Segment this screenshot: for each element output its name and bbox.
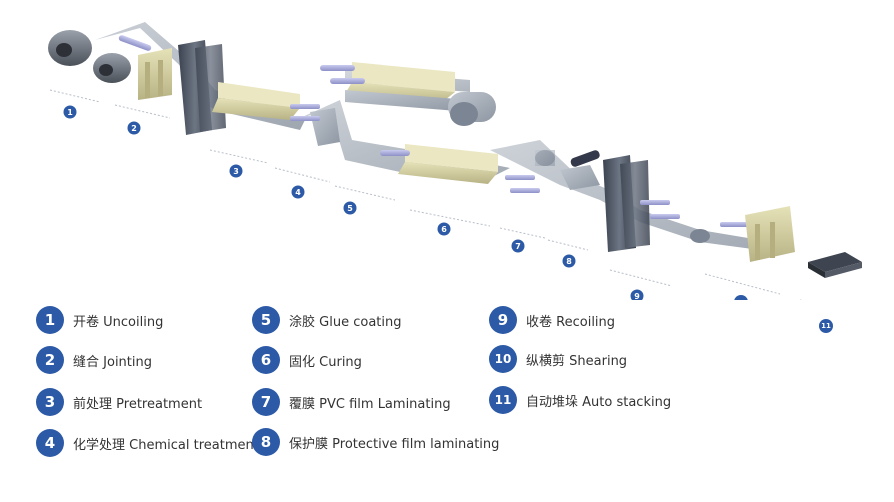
- section-dividers: [49, 89, 803, 300]
- legend-item-1: 1 开卷 Uncoiling: [36, 306, 163, 334]
- outlet-accumulator: [603, 155, 680, 252]
- step-label-en: Shearing: [569, 353, 628, 369]
- step-label-zh: 固化: [289, 354, 316, 370]
- legend-item-3: 3 前处理 Pretreatment: [36, 388, 202, 416]
- step-badge: 9: [489, 306, 517, 334]
- legend-item-4: 4 化学处理 Chemical treatment: [36, 429, 259, 457]
- protective-film-roller: [560, 150, 600, 190]
- auto-stacker: [808, 252, 862, 278]
- legend-item-8: 8 保护膜 Protective film laminating: [252, 428, 499, 456]
- pretreatment-tank: [212, 82, 300, 120]
- step-badge: 7: [252, 388, 280, 416]
- step-label-en: Jointing: [103, 354, 152, 370]
- step-label-en: PVC film Laminating: [319, 396, 451, 412]
- step-label-zh: 涂胶: [289, 314, 316, 330]
- diagram-badge-10: 10: [734, 295, 748, 300]
- step-label-en: Uncoiling: [103, 314, 164, 330]
- step-badge: 8: [252, 428, 280, 456]
- step-badge: 2: [36, 346, 64, 374]
- legend-item-5: 5 涂胶 Glue coating: [252, 306, 401, 334]
- svg-text:10: 10: [736, 299, 746, 300]
- step-badge: 1: [36, 306, 64, 334]
- diagram-badge-3: 3: [229, 164, 243, 178]
- step-label-en: Curing: [319, 354, 362, 370]
- joiner: [138, 48, 172, 100]
- step-badge: 4: [36, 429, 64, 457]
- svg-text:9: 9: [634, 292, 640, 300]
- curing-oven: [320, 62, 496, 126]
- step-label-zh: 缝合: [73, 354, 100, 370]
- legend-item-10: 10 纵横剪 Shearing: [489, 345, 627, 373]
- svg-text:3: 3: [233, 167, 239, 176]
- svg-text:4: 4: [295, 188, 301, 197]
- step-label-zh: 前处理: [73, 396, 113, 412]
- legend-item-9: 9 收卷 Recoiling: [489, 306, 615, 334]
- diagram-badge-8: 8: [562, 254, 576, 268]
- legend-item-2: 2 缝合 Jointing: [36, 346, 152, 374]
- diagram-badge-2: 2: [127, 121, 141, 135]
- diagram-badge-9: 9: [630, 289, 644, 300]
- step-label-zh: 覆膜: [289, 396, 316, 412]
- step-badge: 6: [252, 346, 280, 374]
- step-label-en: Chemical treatment: [129, 437, 259, 453]
- svg-text:6: 6: [441, 225, 447, 234]
- step-badge: 10: [489, 345, 517, 373]
- diagram-badge-1: 1: [63, 105, 77, 119]
- svg-text:5: 5: [347, 204, 353, 213]
- step-label-zh: 自动堆垛: [526, 394, 579, 410]
- chemical-treatment: [290, 104, 340, 146]
- diagram-badge-4: 4: [291, 185, 305, 199]
- shearing-machine: [690, 206, 795, 262]
- uncoiler: [48, 30, 152, 83]
- step-label-zh: 开卷: [73, 314, 100, 330]
- step-label-en: Pretreatment: [116, 396, 203, 412]
- diagram-badge-6: 6: [437, 222, 451, 236]
- legend-item-6: 6 固化 Curing: [252, 346, 362, 374]
- step-label-en: Recoiling: [556, 314, 616, 330]
- step-label-en: Auto stacking: [582, 394, 672, 410]
- diagram-badge-7: 7: [511, 239, 525, 253]
- step-label-en: Glue coating: [319, 314, 402, 330]
- svg-text:2: 2: [131, 124, 137, 133]
- step-badge: 5: [252, 306, 280, 334]
- diagram-badge-11: 11: [819, 319, 833, 333]
- step-badge: 11: [489, 386, 517, 414]
- step-label-zh: 收卷: [526, 314, 553, 330]
- step-label-zh: 纵横剪: [526, 353, 566, 369]
- step-label-en: Protective film laminating: [332, 436, 500, 452]
- glue-coater: [380, 144, 498, 184]
- pvc-laminator: [505, 150, 555, 193]
- diagram-badge-5: 5: [343, 201, 357, 215]
- legend-item-7: 7 覆膜 PVC film Laminating: [252, 388, 451, 416]
- step-label-zh: 保护膜: [289, 436, 329, 452]
- legend-item-11: 11 自动堆垛 Auto stacking: [489, 386, 671, 414]
- step-badge: 3: [36, 388, 64, 416]
- svg-text:7: 7: [515, 242, 521, 251]
- svg-text:8: 8: [566, 257, 572, 266]
- production-line-diagram: 1 2 3 4 5 6 7 8 9 10: [48, 22, 862, 300]
- svg-text:1: 1: [67, 108, 73, 117]
- step-label-zh: 化学处理: [73, 437, 126, 453]
